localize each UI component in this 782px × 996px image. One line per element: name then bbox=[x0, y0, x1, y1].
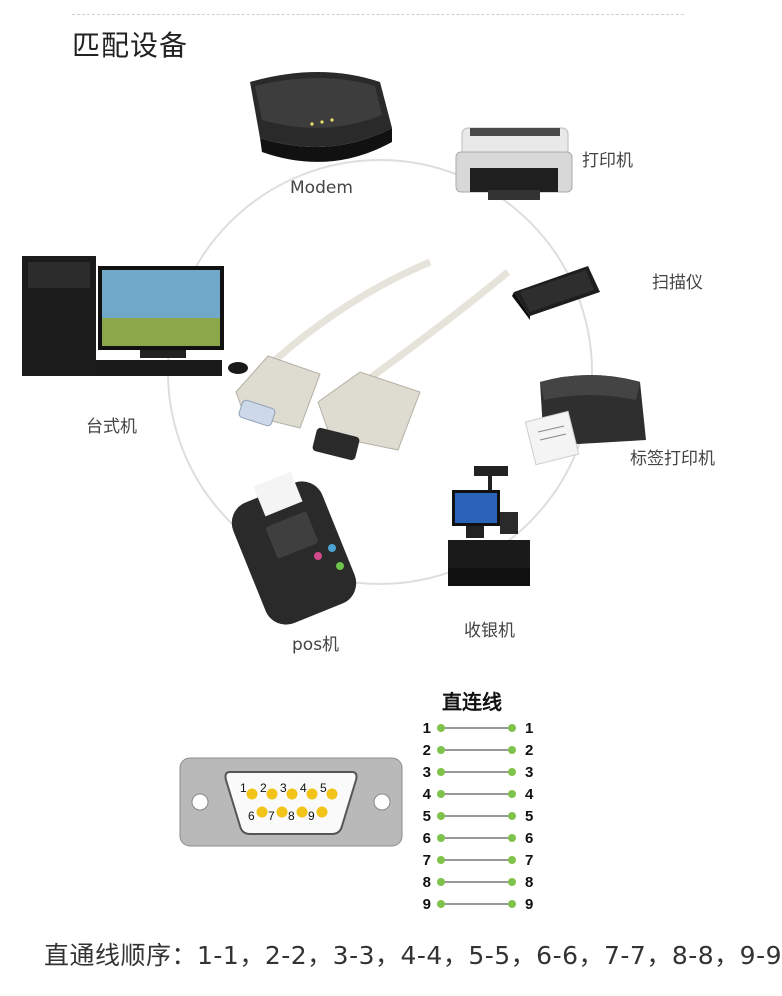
left-pin-dot bbox=[437, 856, 445, 864]
right-pin-dot bbox=[508, 834, 516, 842]
left-pin-label: 2 bbox=[423, 742, 431, 759]
connector-pin-label: 2 bbox=[260, 781, 267, 795]
left-pin-label: 8 bbox=[423, 874, 431, 891]
desktop-image bbox=[22, 256, 248, 376]
desktop-label: 台式机 bbox=[86, 417, 137, 437]
right-pin-dot bbox=[508, 856, 516, 864]
pinout-title: 直连线 bbox=[442, 690, 502, 714]
label-printer-image bbox=[524, 375, 646, 466]
printer-image bbox=[455, 127, 573, 200]
section-title: 匹配设备 bbox=[72, 29, 189, 62]
left-pin-dot bbox=[437, 746, 445, 754]
right-pin-dot bbox=[508, 878, 516, 886]
printer-label: 打印机 bbox=[582, 151, 633, 171]
right-pin-label: 6 bbox=[525, 830, 533, 847]
left-pin-dot bbox=[437, 790, 445, 798]
connector-pin-label: 5 bbox=[320, 781, 327, 795]
connector-pin-label: 4 bbox=[300, 781, 307, 795]
left-pin-label: 7 bbox=[423, 852, 431, 869]
connector-pin-label: 9 bbox=[308, 809, 315, 823]
serial-cables-image bbox=[235, 258, 511, 461]
connector-pin-label: 3 bbox=[280, 781, 287, 795]
right-pin-dot bbox=[508, 768, 516, 776]
scanner-label: 扫描仪 bbox=[652, 273, 703, 293]
left-pin-label: 4 bbox=[423, 786, 432, 803]
footer-pin-order: 直通线顺序：1-1，2-2，3-3，4-4，5-5，6-6，7-7，8-8，9-… bbox=[44, 941, 782, 970]
connector-pin bbox=[266, 788, 278, 800]
modem-image bbox=[250, 72, 392, 162]
modem-label: Modem bbox=[290, 178, 353, 198]
connector-pin bbox=[246, 788, 258, 800]
left-pin-label: 6 bbox=[423, 830, 431, 847]
connector-pin bbox=[256, 806, 268, 818]
left-pin-dot bbox=[437, 878, 445, 886]
right-pin-label: 7 bbox=[525, 852, 533, 869]
connector-pin-label: 7 bbox=[268, 809, 275, 823]
pos-label: pos机 bbox=[292, 635, 340, 655]
connector-pin-label: 1 bbox=[240, 781, 247, 795]
pos-terminal-image bbox=[231, 471, 357, 625]
right-pin-label: 5 bbox=[525, 808, 533, 825]
left-pin-dot bbox=[437, 812, 445, 820]
top-divider bbox=[72, 14, 684, 15]
right-pin-label: 1 bbox=[525, 720, 533, 737]
connector-pin-label: 6 bbox=[248, 809, 255, 823]
right-pin-label: 8 bbox=[525, 874, 533, 891]
right-pin-label: 3 bbox=[525, 764, 533, 781]
right-pin-label: 2 bbox=[525, 742, 533, 759]
right-pin-dot bbox=[508, 812, 516, 820]
connector-pin-label: 8 bbox=[288, 809, 295, 823]
left-pin-dot bbox=[437, 724, 445, 732]
connector-pin bbox=[326, 788, 338, 800]
left-pin-label: 1 bbox=[423, 720, 431, 737]
connector-pin bbox=[306, 788, 318, 800]
cash-register-label: 收银机 bbox=[464, 621, 515, 641]
connector-pin bbox=[286, 788, 298, 800]
right-pin-label: 9 bbox=[525, 896, 533, 913]
label-printer-label: 标签打印机 bbox=[630, 449, 715, 469]
cash-register-image bbox=[448, 466, 530, 586]
left-pin-label: 3 bbox=[423, 764, 431, 781]
connector-pin bbox=[296, 806, 308, 818]
scanner-image bbox=[512, 266, 600, 320]
connector-pin bbox=[316, 806, 328, 818]
right-pin-label: 4 bbox=[525, 786, 534, 803]
connector-pin bbox=[276, 806, 288, 818]
right-pin-dot bbox=[508, 900, 516, 908]
right-pin-dot bbox=[508, 790, 516, 798]
right-pin-dot bbox=[508, 746, 516, 754]
left-pin-dot bbox=[437, 900, 445, 908]
left-pin-dot bbox=[437, 834, 445, 842]
left-pin-dot bbox=[437, 768, 445, 776]
right-pin-dot bbox=[508, 724, 516, 732]
left-pin-label: 9 bbox=[423, 896, 431, 913]
left-pin-label: 5 bbox=[423, 808, 431, 825]
